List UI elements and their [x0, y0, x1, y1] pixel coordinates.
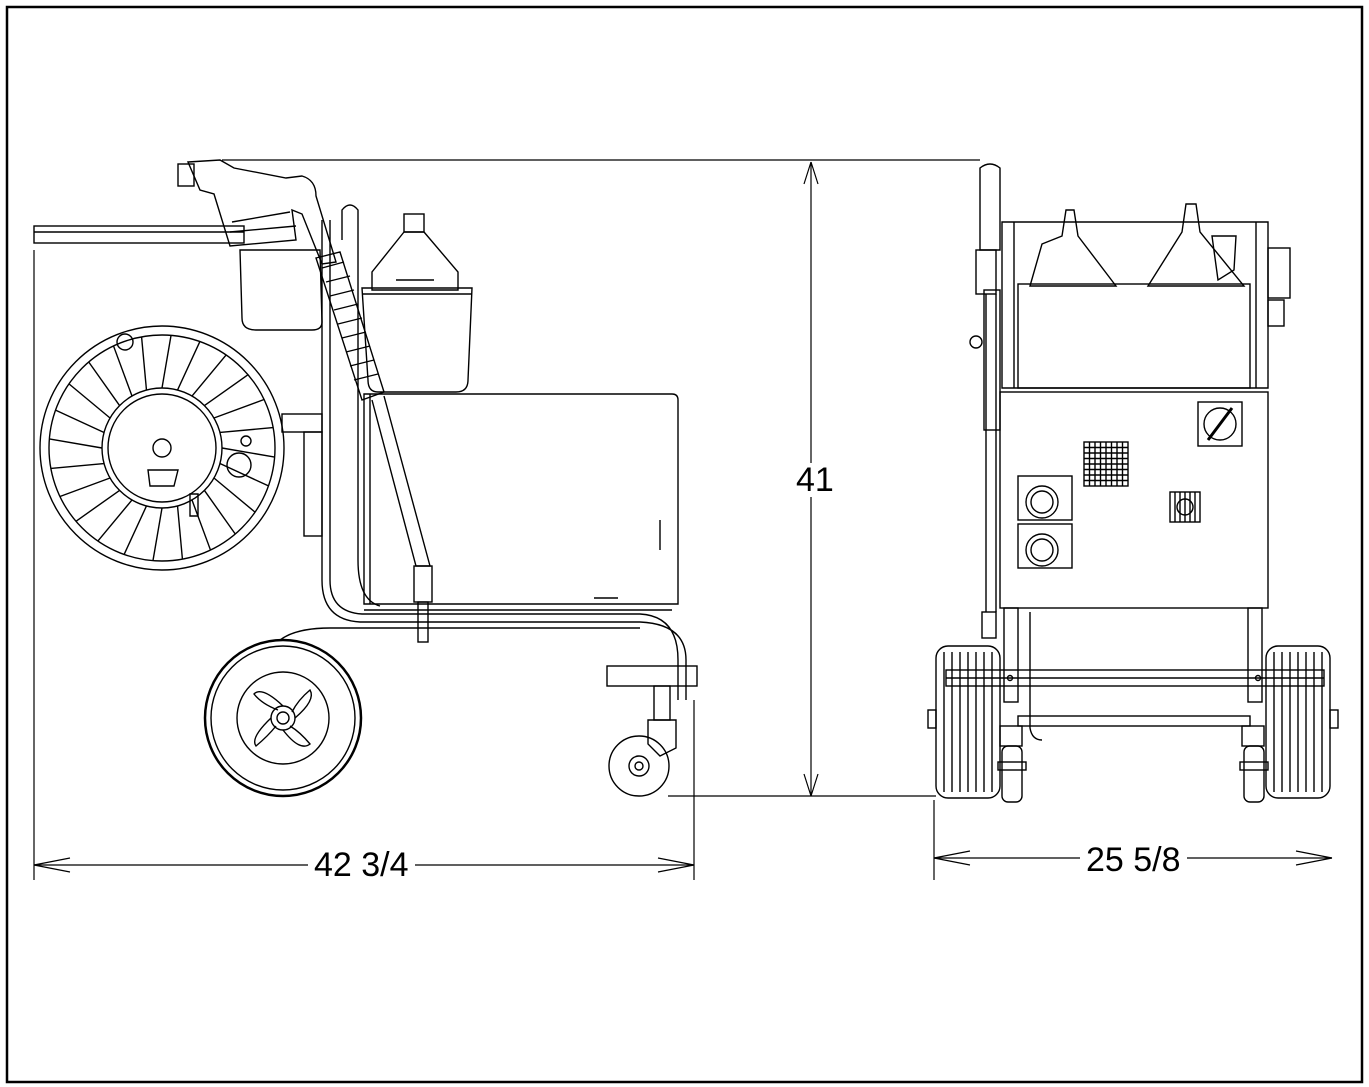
front-frame	[927, 607, 1339, 741]
reel-spoke	[219, 426, 274, 434]
side-frame-tube	[321, 220, 687, 700]
side-bottle-holder	[361, 287, 473, 393]
height-dimension-label: 41	[792, 463, 838, 497]
side-bucket	[239, 249, 323, 331]
reel-spoke	[176, 505, 184, 560]
length-dimension-label: 42 3/4	[308, 848, 415, 882]
reel-spoke	[140, 336, 148, 391]
reel-spoke	[59, 477, 111, 498]
side-hose	[341, 204, 381, 607]
front-wheel-right	[1265, 645, 1331, 799]
reel-spoke	[49, 438, 103, 449]
hose-reel-spokes	[49, 335, 275, 561]
front-wheel-left	[935, 645, 1001, 799]
side-view	[33, 159, 698, 798]
spray-gun	[177, 159, 337, 265]
reel-spoke	[204, 374, 249, 407]
reel-spoke	[88, 361, 121, 406]
front-caster-right	[1239, 725, 1269, 803]
side-bottle	[371, 213, 459, 291]
front-view	[927, 163, 1339, 803]
side-rear-wheel	[203, 638, 363, 798]
reel-spoke	[191, 354, 227, 397]
front-hose-coil	[983, 289, 1001, 431]
reel-spoke	[50, 462, 105, 470]
reel-spoke	[152, 507, 163, 561]
width-dimension-label: 25 5/8	[1080, 843, 1187, 877]
side-housing	[363, 393, 679, 611]
reel-spoke	[219, 462, 269, 487]
reel-spoke	[97, 499, 133, 542]
front-vent-grilles	[1084, 442, 1196, 522]
spray-lance	[315, 251, 433, 643]
front-tank	[1001, 203, 1291, 389]
reel-bracket	[281, 413, 323, 433]
reel-spoke	[191, 499, 212, 551]
dimension-lines	[33, 159, 1333, 880]
reel-spoke	[68, 383, 111, 419]
side-tray	[33, 225, 245, 244]
reel-spoke	[213, 398, 265, 419]
reel-spoke	[203, 490, 236, 535]
front-housing	[999, 391, 1269, 609]
reel-spoke	[176, 341, 201, 391]
reel-spoke	[213, 477, 256, 513]
sheet-border	[5, 5, 1364, 1084]
reel-spoke	[112, 345, 133, 397]
reel-spoke	[123, 505, 148, 555]
reel-spoke	[221, 447, 275, 458]
front-caster-left	[997, 725, 1027, 803]
reel-spoke	[55, 409, 105, 434]
front-handle	[979, 163, 1001, 251]
hose-reel	[39, 325, 285, 571]
reel-spoke	[161, 335, 172, 389]
reel-spoke	[75, 489, 120, 522]
side-caster	[606, 665, 698, 797]
